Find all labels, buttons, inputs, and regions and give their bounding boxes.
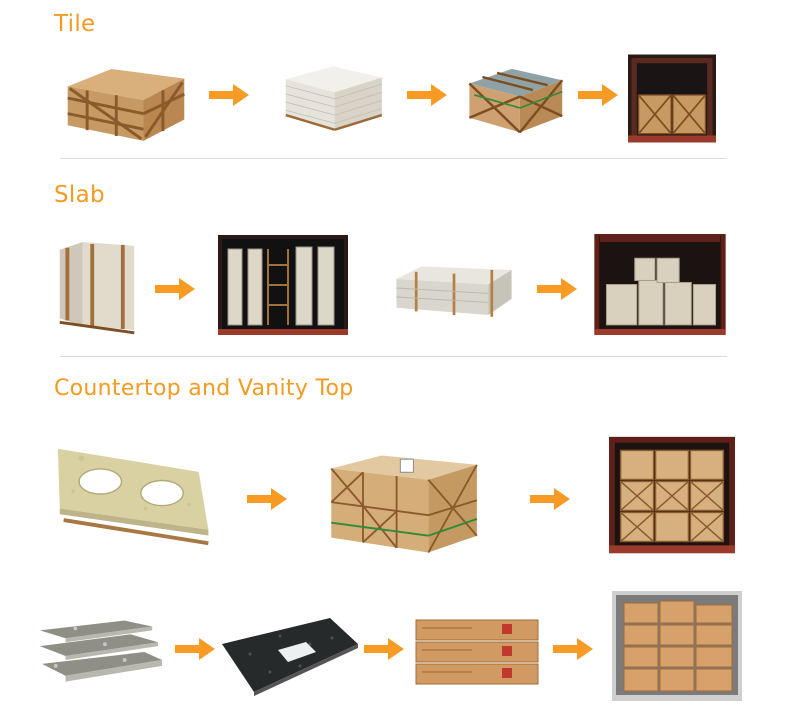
- right-arrow-icon: [209, 84, 249, 106]
- section-title-tile: Tile: [54, 11, 96, 37]
- right-arrow-icon: [407, 84, 447, 106]
- tile-stack-image: [276, 52, 390, 144]
- container-loaded-slabs-image: [593, 234, 727, 335]
- vanity-top-image: [54, 436, 218, 554]
- slab-bundle-image: [385, 252, 523, 324]
- right-arrow-icon: [578, 84, 618, 106]
- right-arrow-icon: [175, 638, 215, 660]
- black-granite-sink-top-image: [220, 612, 360, 696]
- slab-a-frame-image: [54, 236, 140, 336]
- empty-wooden-crate-image: [58, 56, 194, 146]
- section-divider: [60, 356, 727, 357]
- section-divider: [60, 158, 727, 159]
- right-arrow-icon: [247, 488, 287, 510]
- section-title-slab: Slab: [54, 182, 105, 208]
- closed-tile-crate-image: [458, 54, 572, 144]
- right-arrow-icon: [364, 638, 404, 660]
- right-arrow-icon: [553, 638, 593, 660]
- right-arrow-icon: [155, 278, 195, 300]
- container-slab-frames-image: [218, 235, 348, 335]
- wooden-crates-stack-image: [320, 448, 490, 560]
- container-loaded-countertop-crates-image: [609, 436, 735, 554]
- right-arrow-icon: [530, 488, 570, 510]
- right-arrow-icon: [537, 278, 577, 300]
- granite-countertops-image: [36, 616, 164, 696]
- carton-boxes-image: [412, 612, 542, 692]
- container-loaded-crates-image: [628, 53, 716, 144]
- container-loaded-cartons-image: [612, 591, 742, 701]
- section-title-countertop: Countertop and Vanity Top: [54, 376, 354, 401]
